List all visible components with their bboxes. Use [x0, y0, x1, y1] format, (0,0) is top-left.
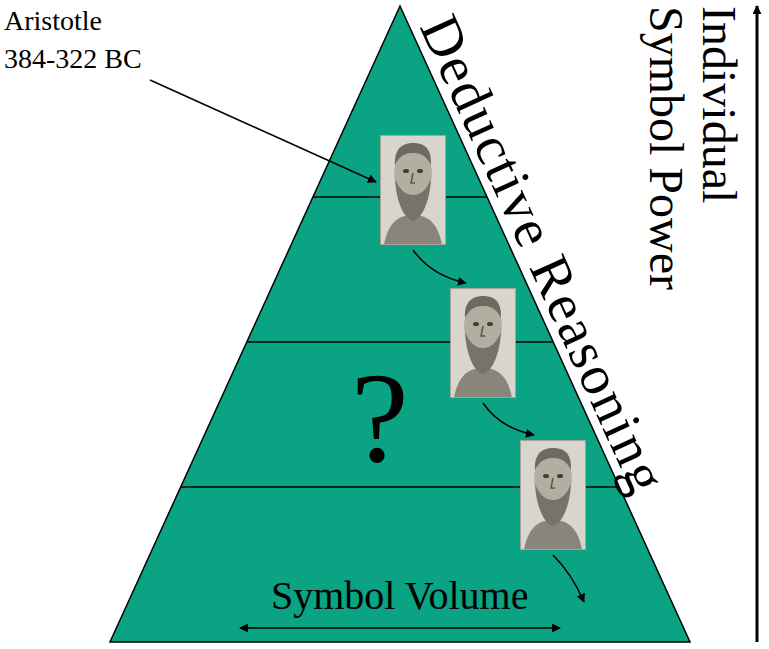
bust-portrait	[520, 440, 586, 550]
axis-label: Individual Symbol Power	[639, 6, 745, 316]
leader-arrow	[150, 80, 376, 182]
person-name: Aristotle	[4, 6, 102, 37]
question-mark: ?	[351, 352, 409, 482]
flow-arrow	[553, 555, 584, 602]
bust-portrait	[450, 288, 516, 398]
flow-arrow	[413, 250, 466, 283]
date-range: 384-322 BC	[4, 44, 142, 75]
pyramid	[110, 6, 690, 642]
axis-label: Symbol Volume	[271, 574, 528, 618]
flow-arrow	[483, 403, 534, 435]
power-arrow	[756, 6, 759, 642]
volume-arrow	[240, 627, 560, 629]
bust-portrait	[380, 135, 446, 245]
